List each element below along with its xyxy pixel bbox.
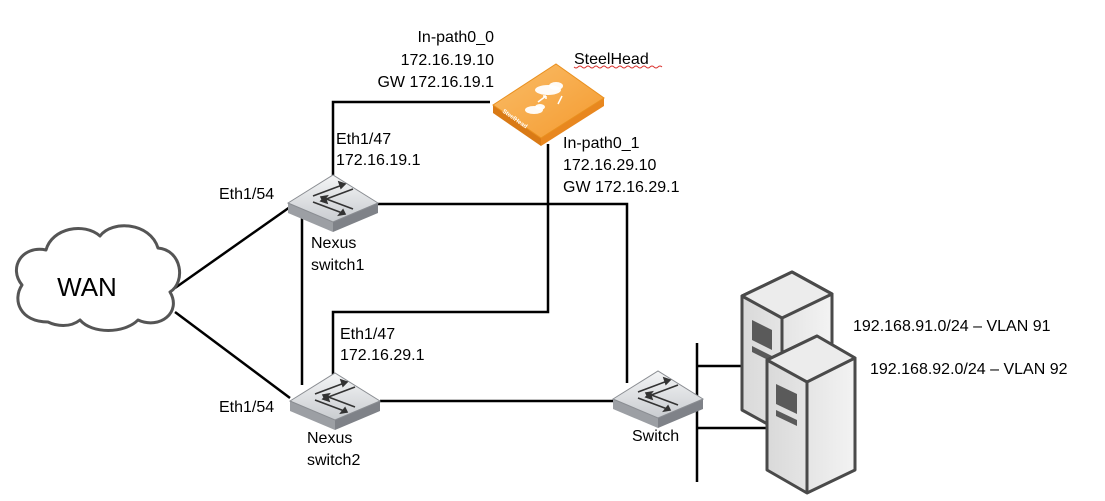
steelhead-side bbox=[541, 98, 604, 146]
switch-front bbox=[290, 401, 335, 430]
nexus2-name-line2: switch2 bbox=[307, 452, 360, 469]
nexus2-name-line1: Nexus bbox=[307, 430, 352, 447]
switch-top bbox=[288, 372, 382, 421]
inpath0-0-labels: In-path0_0 172.16.19.10 GW 172.16.19.1 bbox=[377, 29, 494, 91]
nexus1-sh-ip: 172.16.19.1 bbox=[336, 152, 421, 169]
link-wan-nexus1 bbox=[174, 205, 291, 290]
server-vlan91-label: 192.168.91.0/24 – VLAN 91 bbox=[853, 318, 1051, 335]
switch-side bbox=[333, 203, 378, 232]
link-nexus1-switch bbox=[378, 202, 629, 383]
nexus-switch2[interactable] bbox=[288, 372, 382, 430]
inpath0-1-gw: GW 172.16.29.1 bbox=[563, 179, 680, 196]
nexus1-name-line1: Nexus bbox=[311, 235, 356, 252]
link-nexus1-steelhead bbox=[331, 100, 490, 190]
switch-top bbox=[611, 370, 705, 419]
link-nexus2-steelhead bbox=[331, 144, 550, 383]
nexus2-sh-ip: 172.16.29.1 bbox=[340, 347, 425, 364]
inpath0-0-gw: GW 172.16.19.1 bbox=[377, 74, 494, 91]
switch-name: Switch bbox=[632, 428, 679, 445]
cloud-icon bbox=[15, 224, 181, 332]
steelhead-appliance[interactable]: SteelHead bbox=[492, 63, 605, 146]
nexus1-name-line2: switch1 bbox=[311, 257, 364, 274]
steelhead-front bbox=[493, 105, 541, 146]
wan-cloud: WAN bbox=[15, 224, 181, 332]
link-wan-nexus2 bbox=[174, 310, 291, 400]
switch-top bbox=[286, 174, 380, 223]
server-vlan92[interactable] bbox=[765, 334, 857, 495]
inpath0-1-name: In-path0_1 bbox=[563, 135, 640, 152]
switch-arrows-icon bbox=[312, 180, 354, 217]
server-top bbox=[765, 334, 857, 384]
nexus2-sh-port: Eth1/47 bbox=[340, 326, 395, 343]
nexus1-wan-port: Eth1/54 bbox=[219, 186, 274, 203]
steelhead-logo-icon bbox=[525, 82, 563, 114]
steelhead-top bbox=[492, 63, 605, 139]
switch-side bbox=[658, 399, 703, 428]
server-drive-icon bbox=[752, 320, 772, 350]
inpath0-1-ip: 172.16.29.10 bbox=[563, 157, 657, 174]
access-switch[interactable] bbox=[611, 370, 705, 428]
steelhead-label-underline bbox=[573, 65, 663, 69]
inpath0-0-name: In-path0_0 bbox=[417, 29, 494, 46]
server-vlan92-label: 192.168.92.0/24 – VLAN 92 bbox=[870, 361, 1068, 378]
wan-label: WAN bbox=[57, 272, 117, 302]
switch-front bbox=[613, 399, 658, 428]
nexus1-sh-port: Eth1/47 bbox=[336, 131, 391, 148]
inpath0-0-ip: 172.16.19.10 bbox=[401, 52, 495, 69]
switch-arrows-icon bbox=[314, 378, 356, 415]
switch-side bbox=[335, 401, 380, 430]
links bbox=[174, 100, 767, 482]
steelhead-label: SteelHead bbox=[574, 51, 649, 68]
switch-arrows-icon bbox=[637, 376, 679, 413]
nexus-switch1[interactable] bbox=[286, 174, 380, 232]
inpath0-1-labels: In-path0_1 172.16.29.10 GW 172.16.29.1 bbox=[563, 135, 680, 196]
server-drive-icon bbox=[776, 384, 797, 414]
server-top bbox=[740, 270, 834, 320]
switch-front bbox=[288, 203, 333, 232]
nexus2-wan-port: Eth1/54 bbox=[219, 399, 274, 416]
